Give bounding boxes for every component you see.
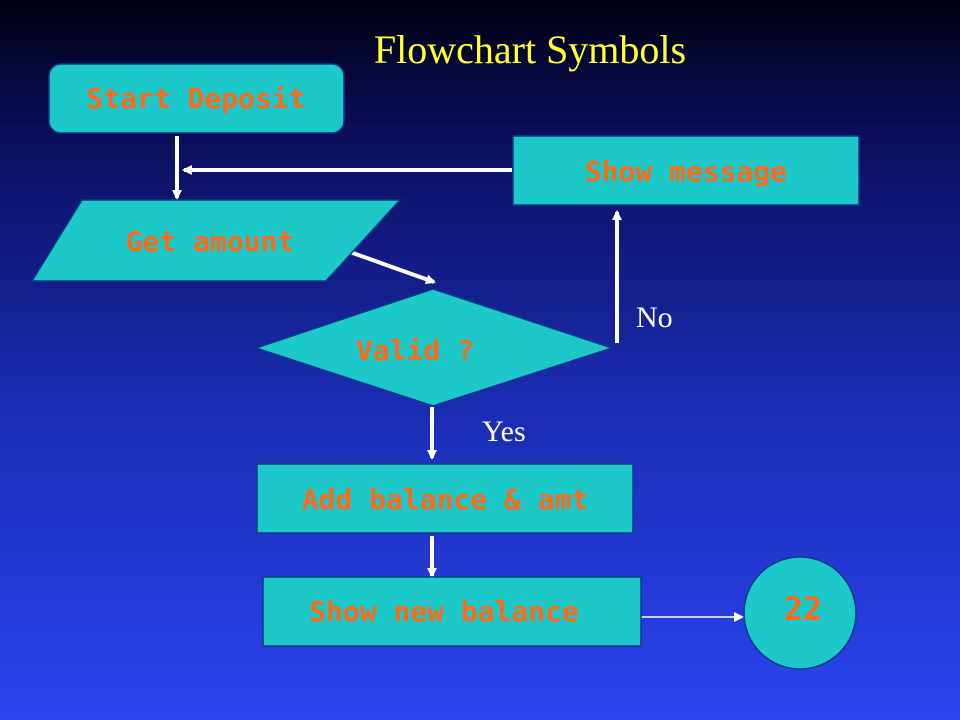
- show-new-balance-label: Show new balance: [309, 595, 579, 628]
- show-message-process-shape: [512, 135, 860, 206]
- get-amount-label: Get amount: [126, 225, 295, 258]
- get-amount-io-shape: [30, 199, 402, 282]
- add-balance-process-shape: [256, 463, 634, 534]
- yes-edge-label: Yes: [482, 415, 526, 448]
- start-terminal-label: Start Deposit: [86, 82, 305, 115]
- page-number-connector-shape: [743, 556, 857, 670]
- valid-decision-label: Valid ?: [356, 334, 474, 367]
- show-new-balance-process-shape: [262, 576, 642, 647]
- show-message-label: Show message: [585, 155, 787, 188]
- slide-title: Flowchart Symbols: [373, 27, 687, 72]
- start-terminal-shape: [48, 63, 345, 134]
- page-number-label: 22: [784, 590, 823, 628]
- valid-decision-shape: [253, 288, 615, 407]
- arrow-get-amount-to-valid: [349, 250, 436, 285]
- add-balance-label: Add balance & amt: [302, 483, 589, 516]
- no-edge-label: No: [636, 301, 673, 334]
